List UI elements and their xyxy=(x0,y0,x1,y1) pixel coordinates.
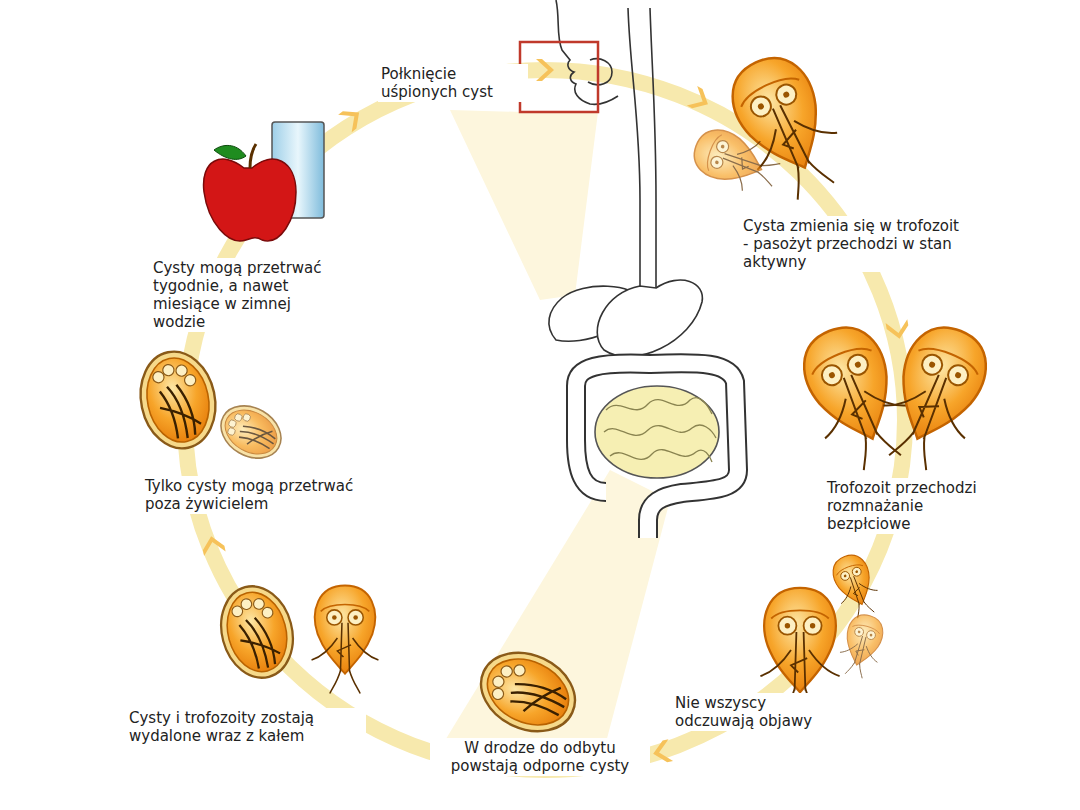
mouth-outline xyxy=(588,59,612,85)
apple-leaf xyxy=(214,145,246,159)
step-label: Nie wszyscy odczuwają objawy xyxy=(672,693,832,731)
apple xyxy=(204,159,296,241)
intestine-loops xyxy=(604,398,716,462)
small-intestine xyxy=(595,386,719,478)
cyst xyxy=(212,395,291,468)
cyst xyxy=(132,345,224,456)
digestive-system xyxy=(549,0,738,538)
ring-chevron xyxy=(536,59,554,81)
dividing-trophozoite xyxy=(867,315,1002,480)
zoom-box xyxy=(520,42,598,112)
cyst xyxy=(468,638,588,746)
head-profile xyxy=(556,0,618,104)
ring-chevron xyxy=(338,104,366,132)
zoom-wedge xyxy=(450,110,598,300)
step-label: Cysty mogą przetrwać tygodnie, a nawet m… xyxy=(150,258,325,332)
step-label: Połknięcie uśpionych cyst xyxy=(378,64,528,102)
step-label: Cysty i trofozoity zostają wydalone wraz… xyxy=(126,708,366,746)
ring-chevron xyxy=(687,86,713,114)
cycle-ring xyxy=(185,70,905,770)
ring-chevron xyxy=(651,739,673,764)
contaminated-food xyxy=(204,122,324,241)
stomach xyxy=(597,280,702,357)
esophagus xyxy=(650,8,656,288)
large-intestine xyxy=(576,363,738,538)
dividing-trophozoite xyxy=(788,315,923,480)
large-intestine-fill xyxy=(576,363,738,538)
cyst xyxy=(211,578,303,686)
trophozoite xyxy=(835,611,889,681)
ring-chevron xyxy=(200,534,225,556)
trophozoite xyxy=(716,44,856,210)
trophozoite xyxy=(312,586,379,694)
trophozoite xyxy=(826,550,884,622)
apple-stem xyxy=(250,144,256,168)
step-label: Trofozoit przechodzi rozmnażanie bezpłci… xyxy=(824,478,1004,534)
step-label: W drodze do odbytu powstają odporne cyst… xyxy=(430,738,650,776)
esophagus xyxy=(628,8,640,288)
zoom-wedge xyxy=(430,470,670,765)
step-label: Tylko cysty mogą przetrwać poza żywiciel… xyxy=(142,476,372,514)
trophozoite xyxy=(687,121,785,200)
step-label: Cysta zmienia się w trofozoit - pasożyt … xyxy=(740,216,972,272)
ring-chevron xyxy=(886,319,911,341)
